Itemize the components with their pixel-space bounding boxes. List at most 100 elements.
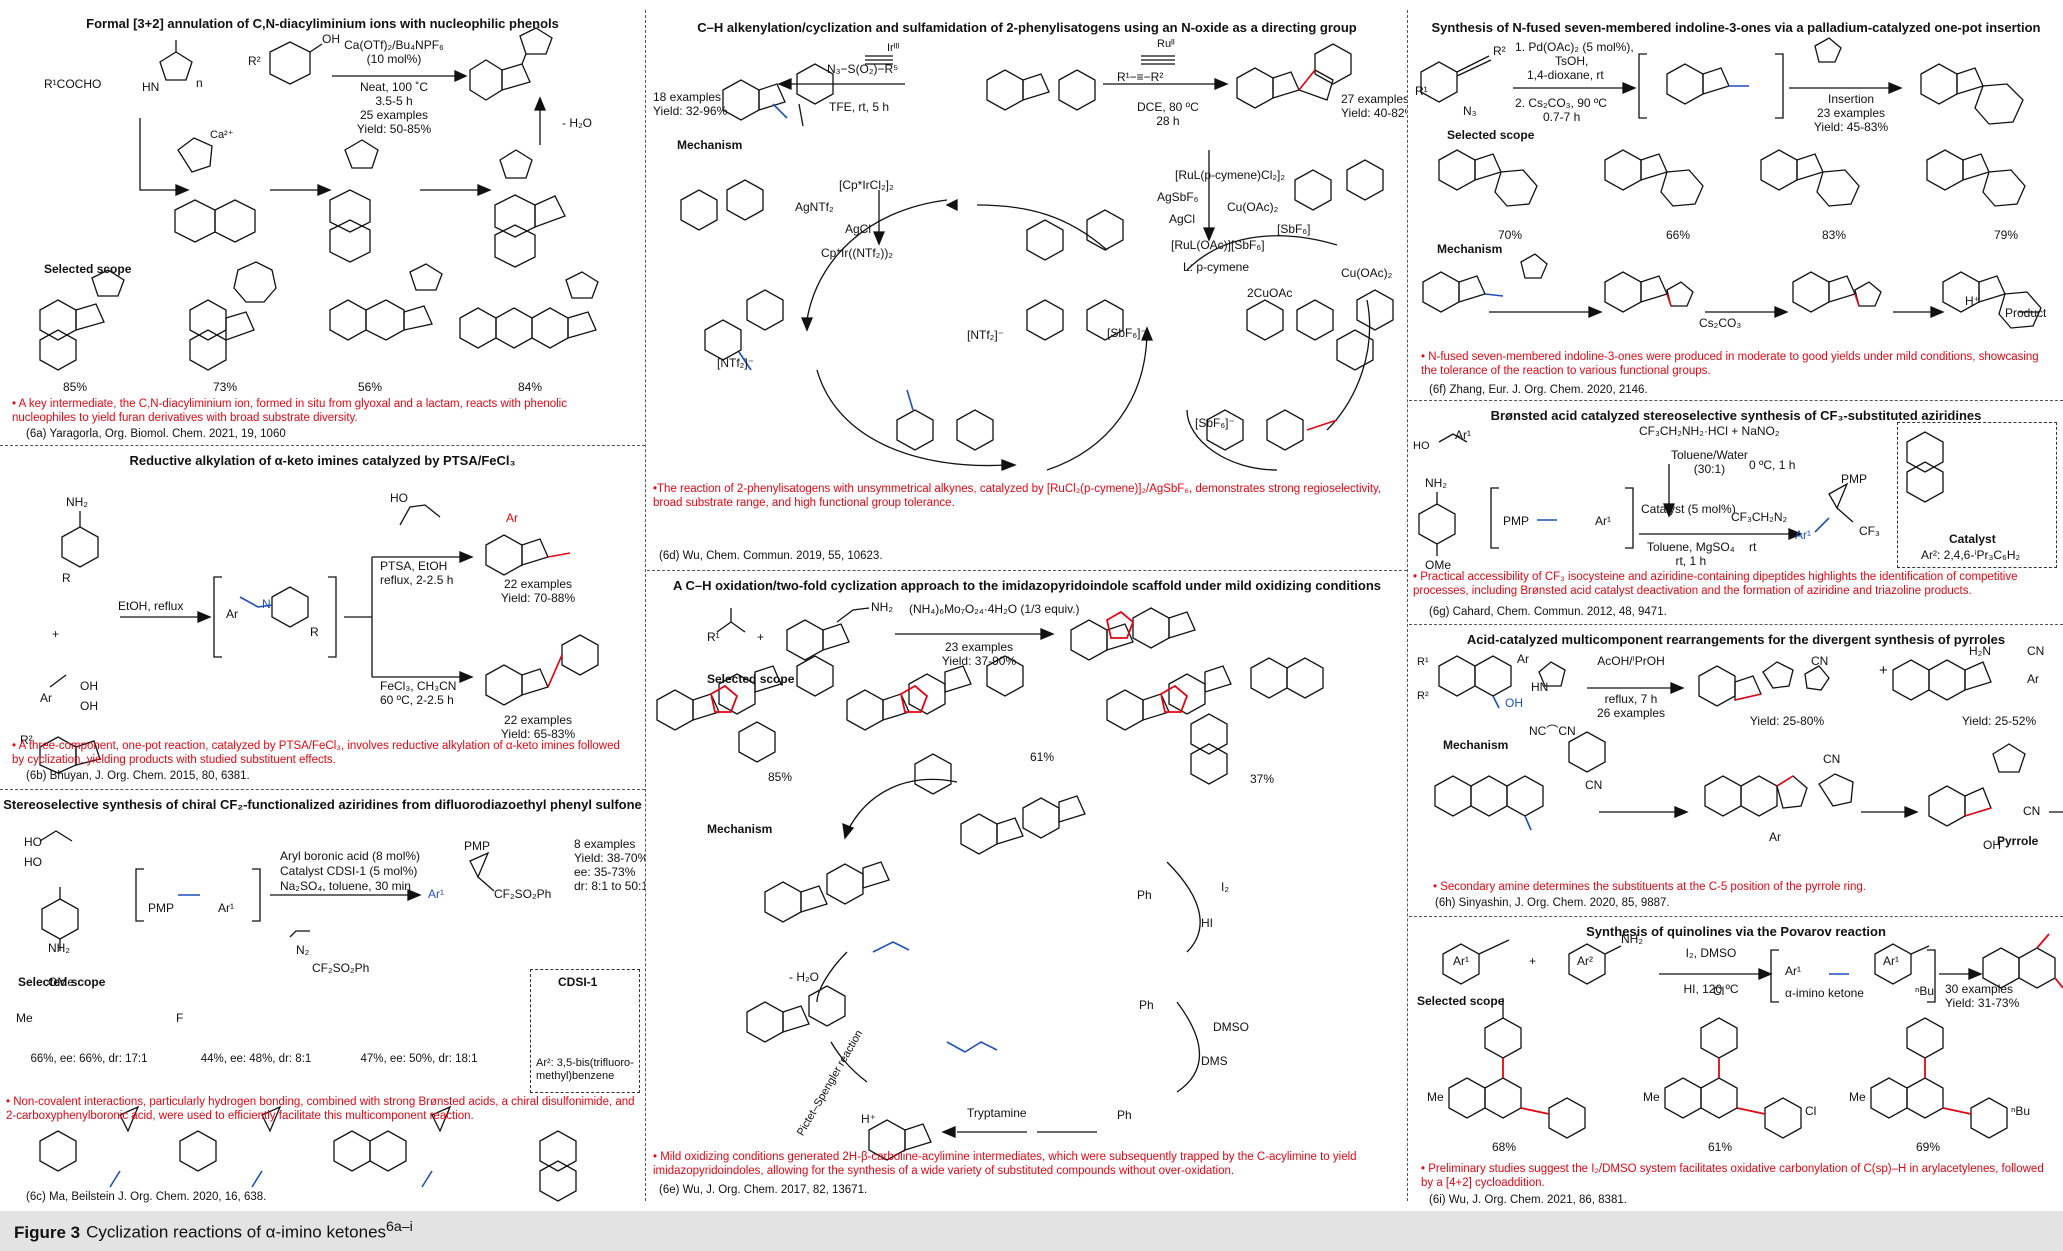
- imine-ar: Ar: [226, 607, 238, 621]
- diol-ho2: HO: [24, 855, 42, 869]
- examples-count: 22 examples: [503, 577, 573, 591]
- condition-temp-top: 0 ºC, 1 h: [1749, 458, 1796, 472]
- condition-time-mid: rt, 1 h: [1675, 554, 1707, 568]
- condition-fecl3: FeCl₃, CH₃CN: [380, 679, 457, 693]
- conditions-6f-step2: 2. Cs₂CO₃, 90 ºC 0.7-7 h: [1515, 96, 1607, 124]
- tryptamine-nh2: NH₂: [871, 600, 893, 614]
- column-divider: [1407, 10, 1408, 1201]
- results-ptsa: 22 examples Yield: 70-88%: [488, 577, 588, 605]
- diazo-cf2so2ph: CF₂SO₂Ph: [312, 961, 370, 975]
- results-left: 18 examples Yield: 32-96%: [653, 90, 727, 118]
- pyrrole-h2n: H₂N: [1969, 644, 1991, 658]
- species-agcl-ru: AgCl: [1169, 212, 1196, 226]
- panel-title: A C–H oxidation/two-fold cyclization app…: [672, 578, 1382, 593]
- imino-ar1: Ar¹: [1785, 964, 1801, 978]
- insertion-results: Insertion 23 examples Yield: 45-83%: [1811, 92, 1891, 134]
- scope-yield-1: 68%: [1491, 1140, 1517, 1154]
- condition-solvent: 1,4-dioxane, rt: [1527, 68, 1604, 82]
- condition-ratio: (30:1): [1693, 462, 1726, 476]
- reference-6f: (6f) Zhang, Eur. J. Org. Chem. 2020, 214…: [1429, 384, 1648, 396]
- counterion-ntf2-2: [NTf₂]⁻: [967, 328, 1004, 342]
- row-divider: [647, 570, 1407, 571]
- reference-6a: (6a) Yaragorla, Org. Biomol. Chem. 2021,…: [26, 428, 286, 440]
- conditions-6f: 1. Pd(OAc)₂ (5 mol%), TsOH, 1,4-dioxane,…: [1515, 40, 1634, 82]
- figure-caption-text: Cyclization reactions of α-imino ketones: [86, 1222, 387, 1242]
- yield-range: Yield: 70-88%: [500, 591, 576, 605]
- condition-ptsa: PTSA, EtOH: [380, 559, 448, 573]
- species-ligand: L: p-cymene: [1183, 260, 1250, 274]
- mech-ph-3: Ph: [1117, 1108, 1132, 1122]
- imine-pmp: PMP: [1503, 514, 1530, 528]
- ruthenium-catalyst: Ruᴵᴵ: [1157, 38, 1175, 50]
- species-ru-active: [RuL(OAc)][SbF₆]: [1171, 238, 1265, 252]
- condition-left: TFE, rt, 5 h: [829, 100, 890, 114]
- figure-label: Figure 3: [14, 1222, 81, 1242]
- reaction-scheme-6d: [680, 43, 1394, 471]
- condition-solvent: DCE, 80 ºC: [1137, 100, 1199, 114]
- calcium-ion: Ca²⁺: [210, 129, 234, 141]
- species-agsbf6: AgSbF₆: [1157, 190, 1199, 204]
- examples-count: 25 examples: [359, 108, 429, 122]
- condition-oxidant: (NH₄)₆Mo₇O₂₄·4H₂O (1/3 equiv.): [909, 602, 1080, 616]
- amine-ome: OMe: [1425, 558, 1452, 572]
- plus-sign: +: [1879, 662, 1888, 679]
- conditions-ptsa: PTSA, EtOH reflux, 2-2.5 h: [380, 559, 453, 587]
- aziridine-ar1: Ar¹: [1795, 528, 1811, 542]
- condition-step1: EtOH, reflux: [118, 599, 184, 613]
- counterion-sbf6-1: [SbF₆]⁻: [1107, 326, 1147, 340]
- scope-yield-1: 85%: [62, 380, 88, 394]
- catalyst-box: [530, 969, 640, 1093]
- mechanism-label: Mechanism: [677, 138, 743, 152]
- quinoxaline-oh: OH: [1505, 696, 1523, 710]
- reference-6g: (6g) Cahard, Chem. Commun. 2012, 48, 947…: [1429, 606, 1667, 618]
- results-6a: Neat, 100 ˚C 3.5-5 h 25 examples Yield: …: [344, 80, 444, 136]
- results-6i: 30 examples Yield: 31-73%: [1945, 982, 2019, 1010]
- aniline-ar2: Ar²: [1577, 954, 1593, 968]
- imine-n: N: [262, 597, 271, 611]
- aziridine-pmp: PMP: [1841, 472, 1868, 486]
- species-sbf6: [SbF₆]: [1277, 222, 1311, 236]
- selected-scope-label: Selected scope: [1417, 994, 1505, 1008]
- mech-cn-2: CN: [1823, 752, 1841, 766]
- selected-scope-label: Selected scope: [707, 672, 795, 686]
- mechanism-label: Mechanism: [707, 822, 773, 836]
- condition-pd: 1. Pd(OAc)₂ (5 mol%),: [1515, 40, 1634, 54]
- condition-fecl3-time: 60 ºC, 2-2.5 h: [380, 693, 454, 707]
- aziridine-pmp: PMP: [464, 839, 491, 853]
- examples-count: 23 examples: [1816, 106, 1886, 120]
- selected-scope-label: Selected scope: [1447, 128, 1535, 142]
- yield-range: Yield: 40-82%: [1341, 106, 1407, 120]
- scope-yield-4: 79%: [1993, 228, 2019, 242]
- mech-water-loss: - H₂O: [789, 970, 819, 984]
- panel-title: Acid-catalyzed multicomponent rearrangem…: [1466, 632, 2006, 647]
- scope-yield-1: 70%: [1497, 228, 1523, 242]
- catalyst-label: Catalyst: [1949, 532, 1996, 546]
- scope-cl-2: Cl: [1805, 1104, 1817, 1118]
- condition-loading: (10 mol%): [366, 52, 422, 66]
- ee-range: ee: 35-73%: [574, 865, 636, 879]
- conditions-6i: I₂, DMSO: [1671, 946, 1751, 960]
- scope-yield-2: 61%: [1029, 750, 1055, 764]
- yield-range-1: Yield: 25-80%: [1749, 714, 1825, 728]
- results-right: 27 examples Yield: 40-82%: [1341, 92, 1407, 120]
- phenol-r2: R²: [248, 54, 261, 68]
- mech-cn-1: CN: [1585, 778, 1603, 792]
- condition-mid: Toluene, MgSO₄ rt, 1 h: [1647, 540, 1735, 568]
- reaction-scheme-6g: [1418, 431, 1944, 556]
- scope-yield-3: 83%: [1821, 228, 1847, 242]
- row-divider: [1409, 400, 2063, 401]
- reagent-cf3ch2n2: CF₃CH₂N₂: [1731, 510, 1788, 524]
- conditions-fecl3: FeCl₃, CH₃CN 60 ºC, 2-2.5 h: [380, 679, 456, 707]
- amine-r: R: [62, 571, 71, 585]
- alkyne-r1: R¹: [1415, 84, 1428, 98]
- condition-time: 3.5-5 h: [375, 94, 413, 108]
- panel-6c: Stereoselective synthesis of chiral CF₂-…: [0, 791, 645, 1211]
- note-6g: • Practical accessibility of CF₃ isocyst…: [1413, 571, 2018, 597]
- reaction-scheme-6f: [1420, 37, 2042, 329]
- quinoxaline-ar: Ar: [1517, 652, 1529, 666]
- row-divider: [1409, 916, 2063, 917]
- scope-nbu-2: ⁿBu: [2011, 1104, 2031, 1118]
- counterion-sbf6-2: [SbF₆]⁻: [1195, 416, 1235, 430]
- condition-oxidant: I₂, DMSO: [1685, 946, 1737, 960]
- scope-yield-3: 69%: [1915, 1140, 1941, 1154]
